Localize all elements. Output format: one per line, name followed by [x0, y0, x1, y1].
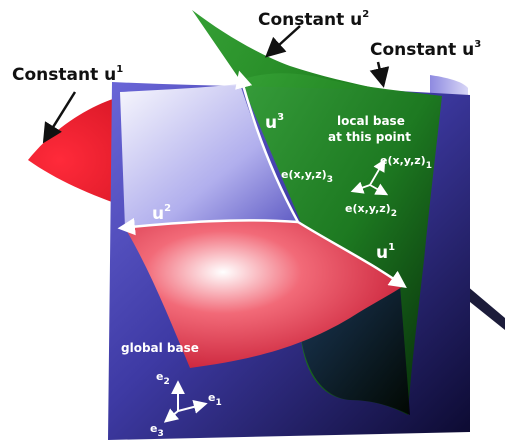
curve-label-u3: u3	[265, 112, 284, 133]
curve-label-u2: u2	[152, 203, 171, 224]
local-base-vectors	[350, 158, 389, 196]
local-base-label-line1: local base	[337, 114, 405, 128]
callout-label-u3: Constant u3	[370, 39, 481, 60]
u1-curve	[297, 220, 407, 289]
callout-label-u2: Constant u2	[258, 9, 369, 30]
curve-label-u1: u1	[376, 242, 395, 263]
global-base-vectors	[163, 380, 208, 423]
callout-arrow-u2	[265, 25, 301, 58]
callout-label-u1: Constant u1	[12, 64, 123, 85]
callout-arrow-u1	[42, 91, 77, 144]
u2-curve	[117, 217, 299, 236]
global-e3-label: e3	[150, 422, 164, 439]
highlight-corner	[120, 84, 298, 228]
red-surface-front	[125, 220, 405, 368]
callout-arrow-u3	[369, 61, 390, 88]
local-e1-label: e(x,y,z)1	[380, 154, 432, 171]
global-e1-label: e1	[208, 391, 222, 408]
local-e2-label: e(x,y,z)2	[345, 202, 397, 219]
local-e3-label: e(x,y,z)3	[281, 168, 333, 185]
local-base-label-line2: at this point	[328, 130, 411, 144]
global-base-label: global base	[121, 341, 199, 355]
global-e2-label: e2	[156, 370, 170, 387]
u3-curve	[235, 70, 300, 223]
